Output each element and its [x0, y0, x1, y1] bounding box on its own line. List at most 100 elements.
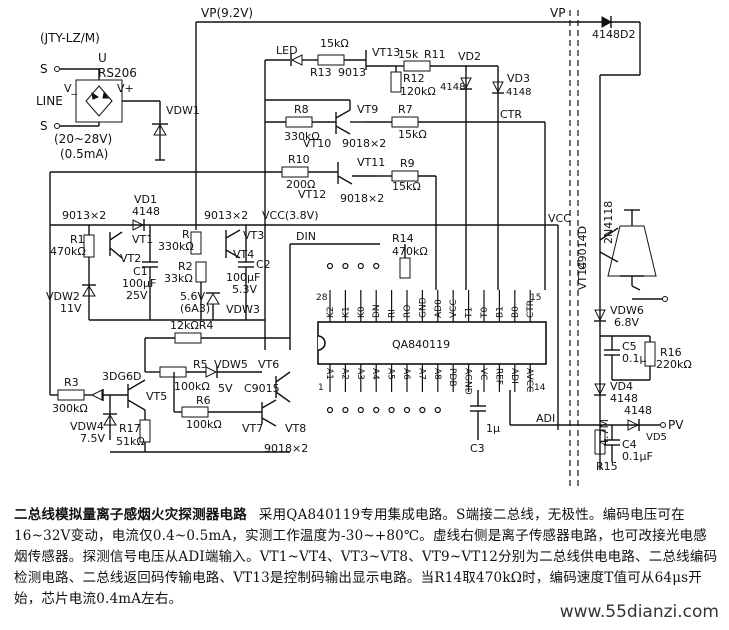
label-rs206: RS206 [98, 66, 137, 80]
label-r16: R16 [660, 346, 682, 359]
label-led: LED [276, 44, 298, 57]
label-9018a: 9018×2 [342, 137, 386, 150]
chip-pin-label-top-k1: K1 [341, 306, 351, 318]
chip-pin-label-top-vcc: VCC [449, 299, 459, 318]
label-r16v: 220kΩ [656, 358, 692, 371]
label-r2: R2 [178, 260, 193, 273]
label-r3: R3 [64, 376, 79, 389]
label-vt11: VT11 [357, 156, 385, 169]
label-vt9: VT9 [357, 103, 378, 116]
label-vt7: VT7 [242, 422, 263, 435]
label-vminus: V_ [64, 82, 78, 95]
chip-pin-switch-a8 [434, 406, 441, 414]
chip-pin-label-bottom-a7: A7 [416, 368, 426, 380]
resistor-r3 [57, 389, 85, 401]
label-vcc: VCC [548, 212, 571, 225]
label-r1: R1 [70, 233, 85, 246]
label-r14v: 470kΩ [392, 245, 428, 258]
label-vdw2: VDW2 [46, 290, 80, 303]
label-vdw4: VDW4 [70, 420, 104, 433]
label-r13t: 9013 [338, 66, 366, 79]
label-d2: 4148D2 [592, 28, 635, 41]
label-vcc38: VCC(3.8V) [262, 209, 319, 222]
resistor-r16 [644, 341, 656, 367]
label-vt2: VT2 [120, 252, 141, 265]
label-vdw3: VDW3 [226, 303, 260, 316]
chip-pin-label-bottom-vc: VC [478, 368, 488, 380]
label-r6: R6 [196, 394, 211, 407]
label-r5v: 100kΩ [174, 380, 210, 393]
chip-pin-label-bottom-a6: A6 [401, 368, 411, 380]
label-c2w: 5.3V [232, 283, 257, 296]
label-r10: R10 [288, 153, 310, 166]
chip-pin-label-bottom-avcc: AVCC [524, 368, 534, 392]
label-c5v: 0.1μ [622, 352, 647, 365]
bridge-rectifier [75, 79, 123, 123]
circuit-schematic: VP(9.2V) VP 4148D2 (JTY-LZ/M) U RS206 V_… [36, 6, 692, 490]
label-c2: C2 [256, 258, 271, 271]
label-vt1: VT1 [132, 233, 153, 246]
chip-pin-label-bottom-agnd: AGND [463, 368, 473, 395]
diode-vd4 [594, 383, 606, 396]
chip-pin-label-top-dn: DN [372, 304, 382, 318]
chip-pin-label-top-gnd: GND [418, 297, 428, 318]
label-3dg6d: 3DG6D [102, 370, 141, 383]
label-vd5: VD5 [646, 432, 667, 443]
resistor-r11 [403, 60, 431, 72]
chip-pin-switch-dn [373, 262, 380, 270]
label-u: U [98, 51, 107, 65]
label-vt10: VT10 [303, 137, 331, 150]
label-r4: 12kΩR4 [170, 319, 213, 332]
label-r11: R11 [424, 48, 446, 61]
label-4148b: 4148 [506, 87, 531, 98]
label-current: (0.5mA) [60, 147, 108, 161]
label-c5: C5 [622, 340, 637, 353]
resistor-r15 [594, 429, 606, 455]
label-r9: R9 [400, 157, 415, 170]
label-r2v: 33kΩ [164, 272, 193, 285]
label-r17v: 51kΩ [116, 435, 145, 448]
label-c2v: 100μF [226, 271, 260, 284]
chip-pin-switch-k1 [342, 262, 349, 270]
label-4148c: 4148 [624, 404, 652, 417]
label-s-top: S [40, 62, 48, 76]
label-vt4: VT4 [233, 248, 254, 261]
diode-3dg6d [90, 389, 103, 401]
label-vdw2v: 11V [60, 302, 82, 315]
chip-pin-switch-a5 [388, 406, 395, 414]
resistor-r5 [159, 366, 187, 378]
chip-pin-label-bottom-ref: REF [493, 368, 503, 385]
label-r15v: 4.7M [598, 419, 611, 446]
label-r11v: 15k [398, 48, 419, 61]
zener-vdw5 [205, 366, 218, 378]
chip-pin-label-bottom-a4: A4 [370, 368, 380, 380]
label-r3v: 300kΩ [52, 402, 88, 415]
label-z56: 5.6V [180, 290, 205, 303]
label-vt5: VT5 [146, 390, 167, 403]
label-ctr: CTR [500, 108, 522, 121]
label-vdw4v: 7.5V [80, 432, 105, 445]
chip-pin-switch-k2 [326, 262, 334, 270]
resistor-r8 [285, 116, 313, 128]
label-r6v: 100kΩ [186, 418, 222, 431]
label-adi: ADI [536, 412, 555, 425]
label-vt3: VT3 [243, 229, 264, 242]
label-pv: PV [668, 418, 684, 432]
label-z6a3: (6A3) [180, 302, 210, 315]
label-vp92: VP(9.2V) [201, 6, 253, 20]
label-9018c: 9018×2 [264, 442, 308, 455]
chip-pin15: 15 [530, 293, 541, 303]
label-r15: R15 [596, 460, 618, 473]
chip-pin1: 1 [318, 383, 324, 393]
zener-vdw4 [103, 414, 117, 426]
chip-pin-switch-a3 [357, 406, 364, 414]
diode-vd5 [627, 419, 640, 431]
chip-pin14: 14 [534, 383, 546, 393]
label-r13v: 15kΩ [320, 37, 349, 50]
chip-pin-label-top-b1: B1 [495, 306, 505, 318]
label-r7v: 15kΩ [398, 128, 427, 141]
label-vplus: V+ [117, 82, 134, 95]
resistor-r12 [390, 71, 402, 93]
label-c3: C3 [470, 442, 485, 455]
